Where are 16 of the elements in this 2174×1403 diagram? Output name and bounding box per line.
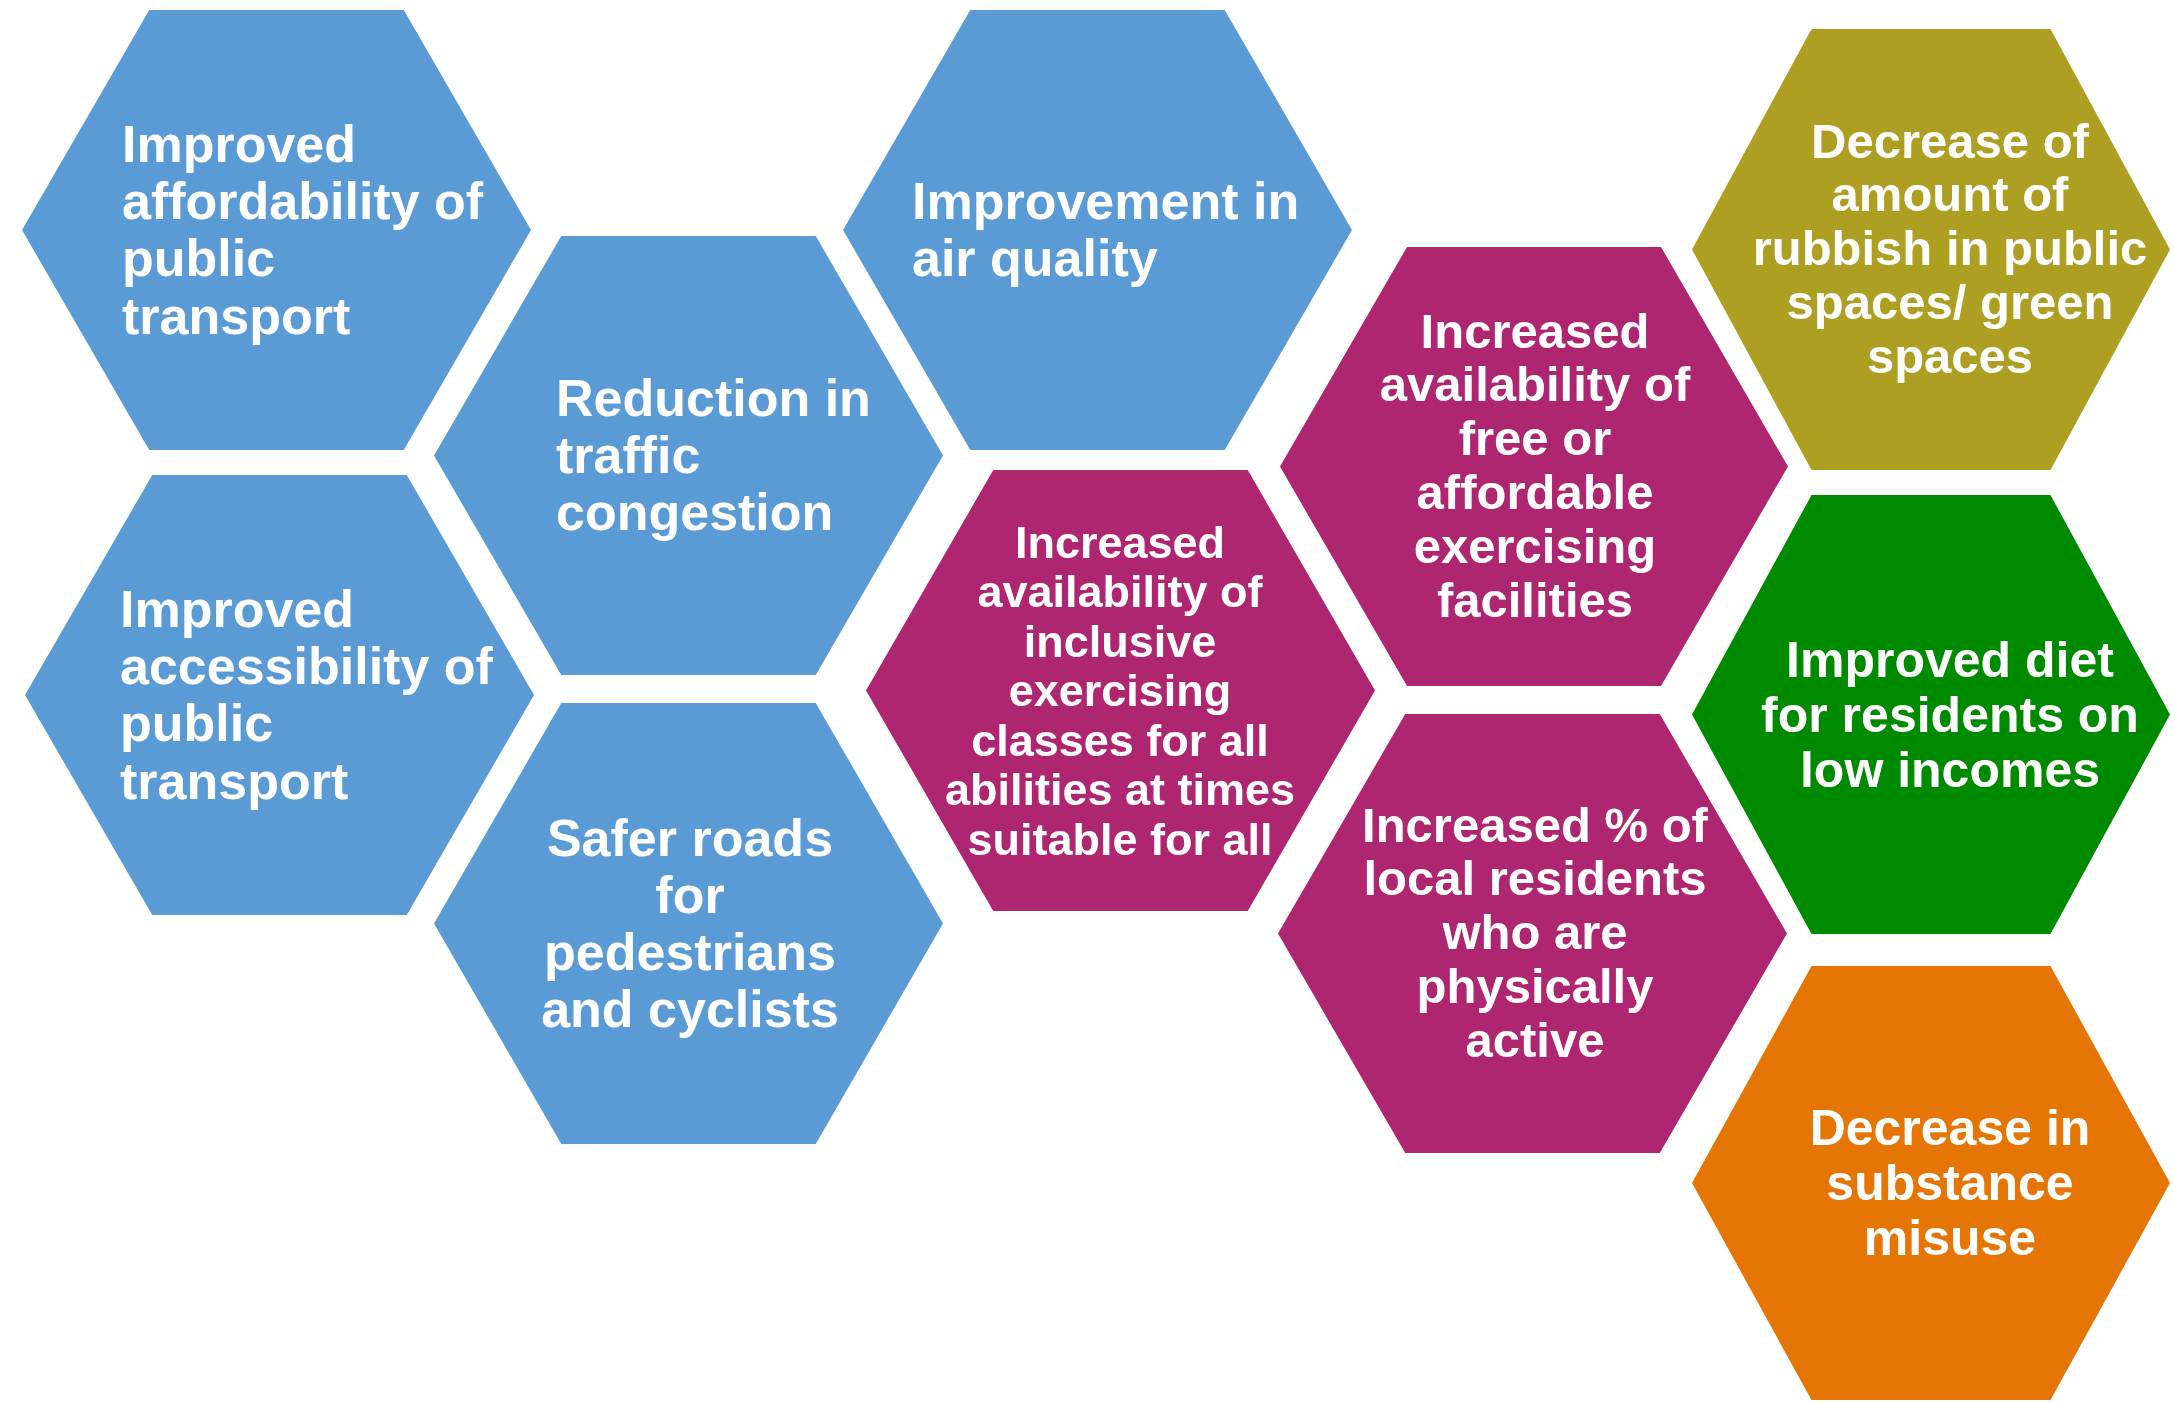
hexagon xyxy=(1692,966,2170,1400)
hexagon-label: Reduction in traffic congestion xyxy=(556,369,872,542)
hexagon-label: Improvement in air quality xyxy=(912,172,1300,288)
hexagon-label: Safer roads for pedestrians and cyclists xyxy=(540,809,840,1038)
hexagon-label: Improved diet for residents on low incomes xyxy=(1760,632,2140,797)
hexagon-label: Increased availability of inclusive exercising classes for all abilities at times suitable for all xyxy=(943,517,1297,864)
hexagon xyxy=(22,10,531,450)
hexagon-label: Improved accessibility of public transport xyxy=(120,580,494,810)
hexagon-label: Decrease in substance misuse xyxy=(1808,1100,2092,1266)
hexagon xyxy=(434,703,943,1144)
hexagon-label: Increased availability of free or affordable exercising facilities xyxy=(1378,304,1692,629)
hexagon-label: Improved affordability of public transport xyxy=(122,115,485,345)
hexagon-label: Increased % of local residents who are physically active xyxy=(1361,798,1709,1069)
hexagon xyxy=(25,475,534,915)
hexagon-label: Decrease of amount of rubbish in public spaces/ green spaces xyxy=(1751,114,2149,385)
hexagon xyxy=(1692,29,2170,470)
